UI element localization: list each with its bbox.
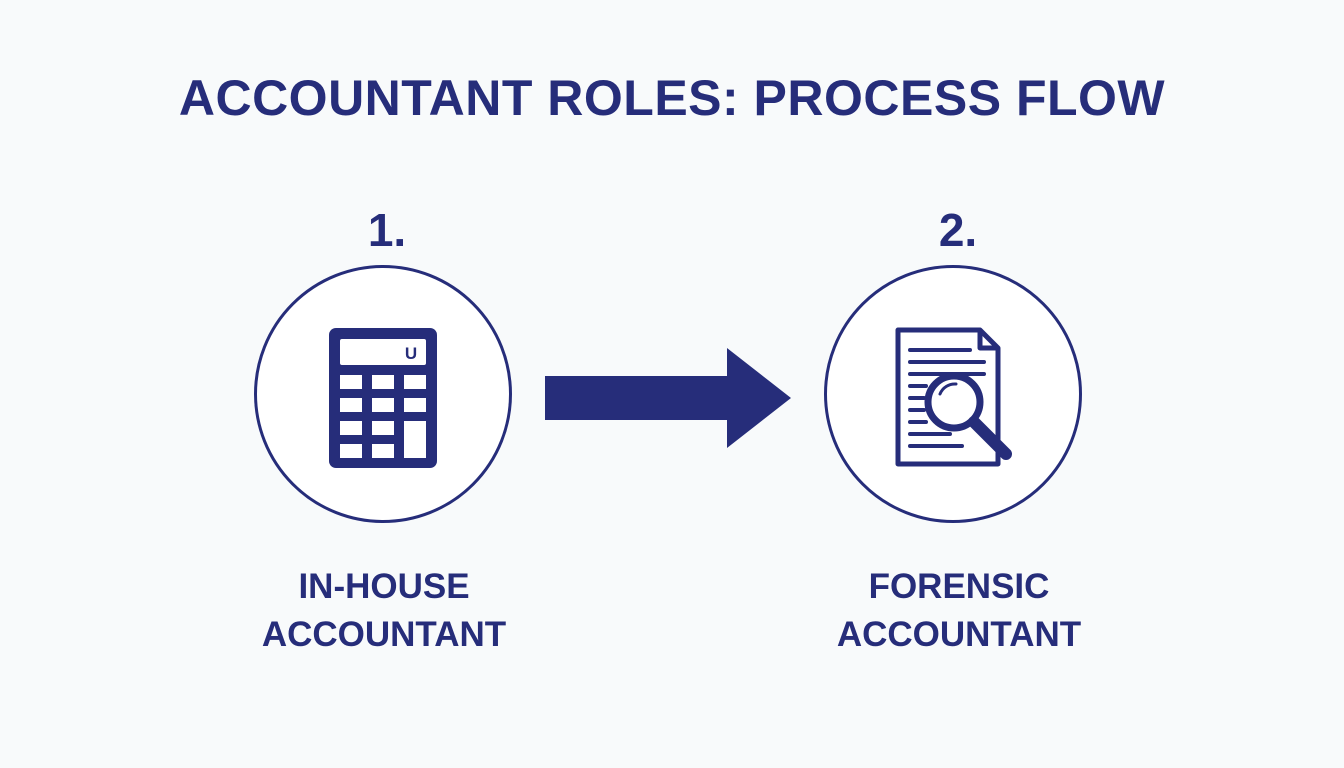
calculator-key — [404, 375, 426, 389]
step-2-number: 2. — [938, 204, 978, 256]
magnifier-glint — [938, 382, 958, 396]
calculator-key — [404, 398, 426, 412]
calculator-key — [340, 421, 362, 435]
step-1-circle — [254, 265, 512, 523]
calculator-key — [340, 444, 362, 458]
document-magnifier-icon — [895, 327, 1012, 467]
calculator-key — [372, 398, 394, 412]
calculator-icon: U — [329, 328, 437, 468]
calculator-key — [372, 421, 394, 435]
step-1-number: 1. — [367, 204, 407, 256]
step-2-label: FORENSIC ACCOUNTANT — [779, 563, 1139, 659]
calculator-key — [340, 398, 362, 412]
right-arrow-icon — [545, 348, 791, 448]
step-1-label-line: ACCOUNTANT — [261, 615, 507, 654]
calculator-display — [340, 339, 426, 365]
calculator-key — [372, 444, 394, 458]
step-1-label: IN-HOUSE ACCOUNTANT — [204, 563, 564, 659]
document-fold — [977, 330, 998, 351]
step-2-label-line: FORENSIC — [868, 567, 1050, 606]
diagram-title: ACCOUNTANT ROLES: PROCESS FLOW — [178, 70, 1166, 126]
calculator-key-tall — [404, 421, 426, 458]
arrow-shape — [545, 348, 791, 448]
step-1-label-line: IN-HOUSE — [298, 567, 470, 606]
calculator-key — [340, 375, 362, 389]
calculator-key — [372, 375, 394, 389]
calculator-display-text: U — [405, 344, 417, 363]
magnifier-handle — [968, 416, 1012, 460]
magnifier-lens — [924, 372, 984, 432]
step-2-label-line: ACCOUNTANT — [836, 615, 1082, 654]
